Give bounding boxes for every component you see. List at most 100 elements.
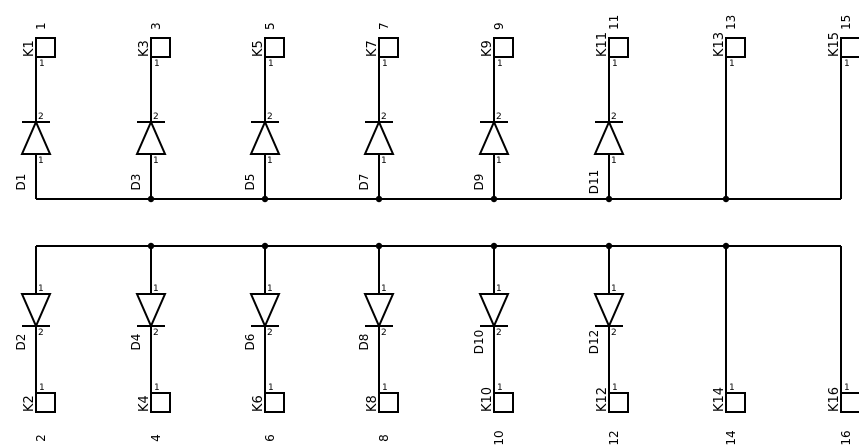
diode-label: D7 bbox=[357, 174, 371, 191]
diode-pin-number: 1 bbox=[611, 284, 617, 294]
connector-label: K2 bbox=[22, 395, 37, 412]
diode-pin-number: 2 bbox=[381, 112, 387, 122]
connector-label: K14 bbox=[712, 387, 727, 412]
diode-label: D9 bbox=[472, 174, 486, 191]
net-number: 10 bbox=[492, 430, 506, 445]
diode-pin-number: 1 bbox=[38, 284, 44, 294]
diode-label: D4 bbox=[129, 334, 143, 351]
diode-symbol bbox=[593, 119, 625, 155]
connector-pad bbox=[493, 37, 514, 58]
diode-pin-number: 2 bbox=[153, 112, 159, 122]
diode-label: D2 bbox=[14, 334, 28, 351]
connector-label: K15 bbox=[827, 32, 842, 57]
diode-pin-number: 2 bbox=[38, 328, 44, 338]
connector-label: K9 bbox=[480, 40, 495, 57]
connector-pad bbox=[378, 392, 399, 413]
diode-symbol bbox=[135, 119, 167, 155]
junction-dot bbox=[605, 242, 613, 250]
junction-dot bbox=[722, 242, 730, 250]
diode-pin-number: 2 bbox=[267, 112, 273, 122]
pad-pin-number: 1 bbox=[612, 59, 618, 69]
diode-pin-number: 1 bbox=[153, 156, 159, 166]
pad-pin-number: 1 bbox=[382, 383, 388, 393]
pad-pin-number: 1 bbox=[39, 59, 45, 69]
bottom-row: K22112D2K44112D4K66112D6K88112D8K1010112… bbox=[14, 242, 859, 446]
diode-symbol bbox=[249, 293, 281, 329]
pad-pin-number: 1 bbox=[497, 59, 503, 69]
diode-label: D3 bbox=[129, 174, 143, 191]
net-number: 3 bbox=[149, 22, 163, 30]
diode-label: D8 bbox=[357, 334, 371, 351]
pad-pin-number: 1 bbox=[497, 383, 503, 393]
junction-dot bbox=[490, 195, 498, 203]
connector-label: K16 bbox=[827, 387, 842, 412]
diode-symbol bbox=[478, 293, 510, 329]
junction-dot bbox=[147, 242, 155, 250]
connector-pad bbox=[264, 37, 285, 58]
pad-pin-number: 1 bbox=[729, 383, 735, 393]
connector-pad bbox=[608, 392, 629, 413]
connector-label: K4 bbox=[137, 395, 152, 412]
connector-label: K6 bbox=[251, 395, 266, 412]
diode-symbol bbox=[20, 119, 52, 155]
net-number: 5 bbox=[263, 22, 277, 30]
connector-label: K1 bbox=[22, 40, 37, 57]
net-number: 8 bbox=[377, 434, 391, 442]
net-number: 13 bbox=[724, 15, 738, 30]
diode-symbol bbox=[363, 119, 395, 155]
net-number: 11 bbox=[607, 15, 621, 30]
pad-pin-number: 1 bbox=[154, 59, 160, 69]
connector-label: K8 bbox=[365, 395, 380, 412]
connector-pad bbox=[840, 392, 859, 413]
diode-symbol bbox=[249, 119, 281, 155]
connector-pad bbox=[378, 37, 399, 58]
diode-symbol bbox=[363, 293, 395, 329]
pad-pin-number: 1 bbox=[154, 383, 160, 393]
net-number: 6 bbox=[263, 434, 277, 442]
connector-label: K13 bbox=[712, 32, 727, 57]
diode-pin-number: 1 bbox=[381, 156, 387, 166]
connector-label: K12 bbox=[595, 387, 610, 412]
diode-pin-number: 1 bbox=[38, 156, 44, 166]
junction-dot bbox=[261, 242, 269, 250]
connector-pad bbox=[35, 392, 56, 413]
diode-pin-number: 2 bbox=[267, 328, 273, 338]
diode-pin-number: 1 bbox=[496, 156, 502, 166]
pad-pin-number: 1 bbox=[382, 59, 388, 69]
connector-pad bbox=[150, 37, 171, 58]
pad-pin-number: 1 bbox=[268, 383, 274, 393]
net-number: 4 bbox=[149, 434, 163, 442]
junction-dot bbox=[375, 195, 383, 203]
junction-dot bbox=[605, 195, 613, 203]
diode-symbol bbox=[478, 119, 510, 155]
diode-pin-number: 1 bbox=[496, 284, 502, 294]
junction-dot bbox=[722, 195, 730, 203]
diode-label: D12 bbox=[587, 330, 601, 355]
net-number: 1 bbox=[34, 22, 48, 30]
connector-pad bbox=[725, 392, 746, 413]
connector-pad bbox=[840, 37, 859, 58]
connector-label: K7 bbox=[365, 40, 380, 57]
diode-pin-number: 2 bbox=[381, 328, 387, 338]
net-number: 2 bbox=[34, 434, 48, 442]
connector-pad bbox=[493, 392, 514, 413]
pad-pin-number: 1 bbox=[844, 383, 850, 393]
connector-label: K11 bbox=[595, 32, 610, 57]
diode-symbol bbox=[593, 293, 625, 329]
pad-pin-number: 1 bbox=[268, 59, 274, 69]
connector-pad bbox=[264, 392, 285, 413]
